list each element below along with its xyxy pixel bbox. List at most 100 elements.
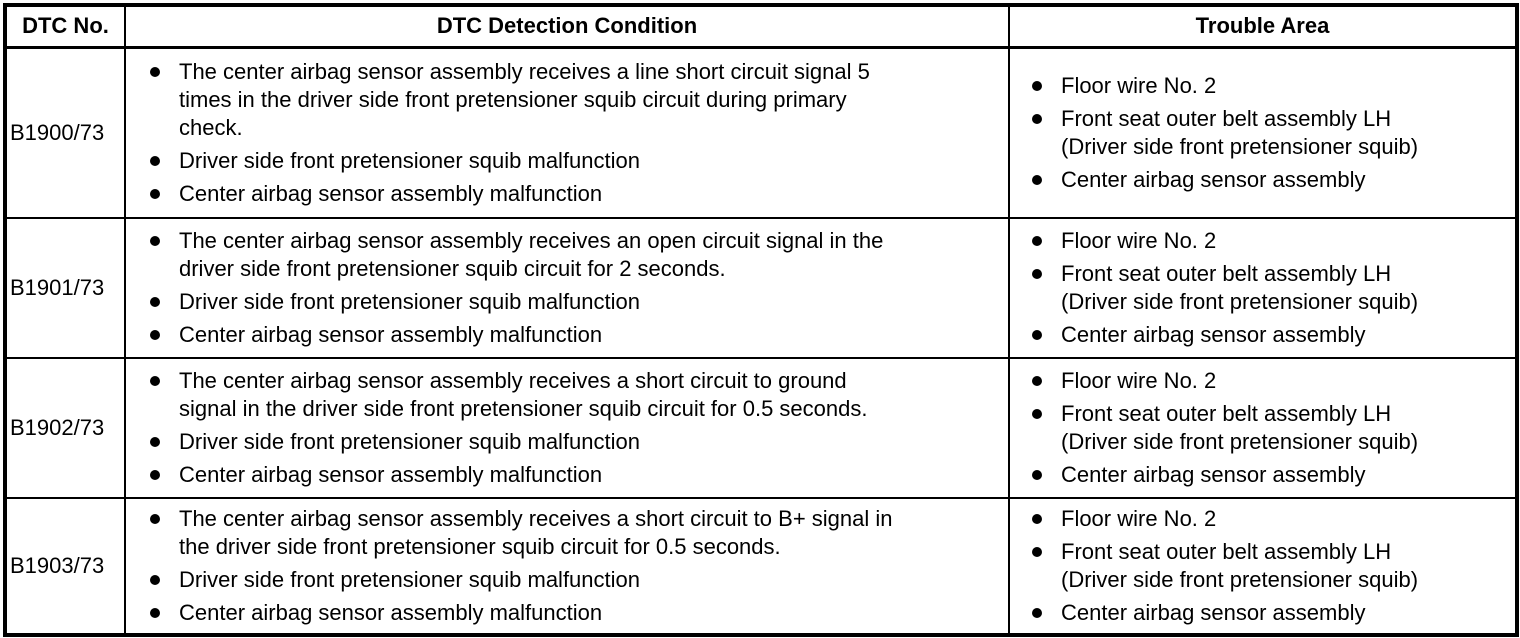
header-trouble-area: Trouble Area bbox=[1008, 4, 1518, 49]
list-item-text: Driver side front pretensioner squib mal… bbox=[179, 567, 641, 592]
list-item: Center airbag sensor assembly bbox=[1032, 599, 1509, 627]
dtc-no-cell: B1901/73 bbox=[4, 217, 126, 359]
bullet-icon bbox=[1032, 409, 1042, 419]
list-item-text: Floor wire No. 2 bbox=[1061, 368, 1217, 393]
bullet-icon bbox=[150, 330, 160, 340]
list-item-text: Front seat outer belt assembly LH (Drive… bbox=[1061, 539, 1419, 592]
list-item: Driver side front pretensioner squib mal… bbox=[150, 428, 1000, 456]
list-item-text: Driver side front pretensioner squib mal… bbox=[179, 429, 641, 454]
list-item-text: Center airbag sensor assembly bbox=[1061, 322, 1366, 347]
list-item: Floor wire No. 2 bbox=[1032, 72, 1509, 100]
list-item: Driver side front pretensioner squib mal… bbox=[150, 288, 1000, 316]
list-item: The center airbag sensor assembly receiv… bbox=[150, 58, 1000, 142]
list-item-text: The center airbag sensor assembly receiv… bbox=[179, 58, 870, 140]
bullet-icon bbox=[150, 188, 160, 199]
list-item-text: Floor wire No. 2 bbox=[1061, 228, 1217, 253]
bullet-icon bbox=[1032, 269, 1042, 279]
bullet-icon bbox=[150, 514, 160, 524]
dtc-no-cell: B1900/73 bbox=[4, 46, 126, 219]
dtc-table: DTC No. DTC Detection Condition Trouble … bbox=[3, 3, 1519, 637]
list-item: Driver side front pretensioner squib mal… bbox=[150, 147, 1000, 175]
list-item-text: Center airbag sensor assembly bbox=[1061, 166, 1366, 192]
list-item-text: The center airbag sensor assembly receiv… bbox=[179, 228, 884, 281]
trouble-area-list: Floor wire No. 2 Front seat outer belt a… bbox=[1032, 505, 1509, 627]
detection-condition-list: The center airbag sensor assembly receiv… bbox=[150, 367, 1000, 489]
list-item: Floor wire No. 2 bbox=[1032, 227, 1509, 255]
bullet-icon bbox=[1032, 80, 1042, 91]
list-item: Front seat outer belt assembly LH (Drive… bbox=[1032, 400, 1509, 456]
bullet-icon bbox=[150, 376, 160, 386]
bullet-icon bbox=[1032, 547, 1042, 557]
detection-condition-cell: The center airbag sensor assembly receiv… bbox=[124, 357, 1010, 499]
detection-condition-list: The center airbag sensor assembly receiv… bbox=[150, 227, 1000, 349]
bullet-icon bbox=[150, 236, 160, 246]
list-item: Center airbag sensor assembly malfunctio… bbox=[150, 599, 1000, 627]
list-item: Center airbag sensor assembly bbox=[1032, 461, 1509, 489]
list-item-text: Center airbag sensor assembly malfunctio… bbox=[179, 180, 603, 206]
list-item: Front seat outer belt assembly LH (Drive… bbox=[1032, 105, 1509, 161]
list-item-text: Floor wire No. 2 bbox=[1061, 506, 1217, 531]
list-item-text: Front seat outer belt assembly LH (Drive… bbox=[1061, 105, 1419, 159]
bullet-icon bbox=[1032, 376, 1042, 386]
list-item: Front seat outer belt assembly LH (Drive… bbox=[1032, 538, 1509, 594]
bullet-icon bbox=[1032, 608, 1042, 618]
list-item: Center airbag sensor assembly malfunctio… bbox=[150, 180, 1000, 208]
bullet-icon bbox=[1032, 470, 1042, 480]
list-item-text: Floor wire No. 2 bbox=[1061, 72, 1217, 98]
list-item: Floor wire No. 2 bbox=[1032, 505, 1509, 533]
list-item-text: Driver side front pretensioner squib mal… bbox=[179, 147, 641, 173]
header-row: DTC No. DTC Detection Condition Trouble … bbox=[4, 4, 1518, 49]
trouble-area-cell: Floor wire No. 2 Front seat outer belt a… bbox=[1008, 46, 1518, 219]
bullet-icon bbox=[150, 66, 160, 77]
list-item-text: Center airbag sensor assembly malfunctio… bbox=[179, 322, 603, 347]
list-item: Front seat outer belt assembly LH (Drive… bbox=[1032, 260, 1509, 316]
list-item: Center airbag sensor assembly bbox=[1032, 166, 1509, 194]
bullet-icon bbox=[1032, 236, 1042, 246]
table-row: B1902/73 The center airbag sensor assemb… bbox=[4, 357, 1518, 499]
detection-condition-cell: The center airbag sensor assembly receiv… bbox=[124, 497, 1010, 636]
table-row: B1903/73 The center airbag sensor assemb… bbox=[4, 497, 1518, 636]
dtc-no-cell: B1902/73 bbox=[4, 357, 126, 499]
list-item-text: Front seat outer belt assembly LH (Drive… bbox=[1061, 261, 1419, 314]
trouble-area-cell: Floor wire No. 2 Front seat outer belt a… bbox=[1008, 217, 1518, 359]
trouble-area-list: Floor wire No. 2 Front seat outer belt a… bbox=[1032, 72, 1509, 194]
list-item-text: The center airbag sensor assembly receiv… bbox=[179, 368, 868, 421]
bullet-icon bbox=[150, 575, 160, 585]
bullet-icon bbox=[1032, 113, 1042, 124]
list-item: Floor wire No. 2 bbox=[1032, 367, 1509, 395]
bullet-icon bbox=[150, 437, 160, 447]
table-row: B1901/73 The center airbag sensor assemb… bbox=[4, 217, 1518, 359]
table-row: B1900/73 The center airbag sensor assemb… bbox=[4, 46, 1518, 219]
list-item-text: Center airbag sensor assembly malfunctio… bbox=[179, 462, 603, 487]
list-item: Center airbag sensor assembly bbox=[1032, 321, 1509, 349]
list-item-text: Front seat outer belt assembly LH (Drive… bbox=[1061, 401, 1419, 454]
detection-condition-cell: The center airbag sensor assembly receiv… bbox=[124, 217, 1010, 359]
list-item-text: The center airbag sensor assembly receiv… bbox=[179, 506, 893, 559]
bullet-icon bbox=[150, 470, 160, 480]
bullet-icon bbox=[1032, 174, 1042, 185]
trouble-area-cell: Floor wire No. 2 Front seat outer belt a… bbox=[1008, 497, 1518, 636]
bullet-icon bbox=[150, 608, 160, 618]
list-item: The center airbag sensor assembly receiv… bbox=[150, 505, 1000, 561]
detection-condition-list: The center airbag sensor assembly receiv… bbox=[150, 505, 1000, 627]
trouble-area-list: Floor wire No. 2 Front seat outer belt a… bbox=[1032, 367, 1509, 489]
dtc-no-cell: B1903/73 bbox=[4, 497, 126, 636]
list-item: The center airbag sensor assembly receiv… bbox=[150, 227, 1000, 283]
bullet-icon bbox=[150, 297, 160, 307]
list-item: Driver side front pretensioner squib mal… bbox=[150, 566, 1000, 594]
list-item-text: Center airbag sensor assembly bbox=[1061, 462, 1366, 487]
trouble-area-list: Floor wire No. 2 Front seat outer belt a… bbox=[1032, 227, 1509, 349]
detection-condition-cell: The center airbag sensor assembly receiv… bbox=[124, 46, 1010, 219]
list-item-text: Center airbag sensor assembly bbox=[1061, 600, 1366, 625]
bullet-icon bbox=[1032, 330, 1042, 340]
list-item-text: Center airbag sensor assembly malfunctio… bbox=[179, 600, 603, 625]
list-item: Center airbag sensor assembly malfunctio… bbox=[150, 321, 1000, 349]
detection-condition-list: The center airbag sensor assembly receiv… bbox=[150, 58, 1000, 208]
list-item-text: Driver side front pretensioner squib mal… bbox=[179, 289, 641, 314]
bullet-icon bbox=[150, 155, 160, 166]
trouble-area-cell: Floor wire No. 2 Front seat outer belt a… bbox=[1008, 357, 1518, 499]
list-item: Center airbag sensor assembly malfunctio… bbox=[150, 461, 1000, 489]
header-detection-condition: DTC Detection Condition bbox=[124, 4, 1010, 49]
bullet-icon bbox=[1032, 514, 1042, 524]
